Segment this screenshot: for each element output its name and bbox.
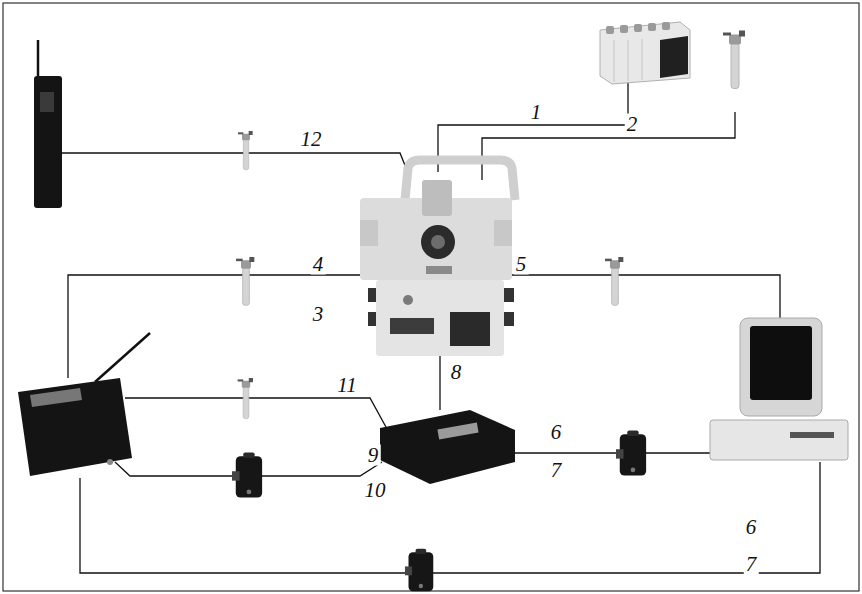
total-station bbox=[360, 160, 515, 356]
stylus bbox=[95, 333, 150, 382]
wire-2 bbox=[482, 112, 735, 180]
wire-8 bbox=[439, 356, 440, 410]
cable-icon bbox=[236, 257, 254, 305]
wire-6-7-upper bbox=[515, 452, 710, 453]
wire-11 bbox=[125, 398, 392, 438]
cable-icon bbox=[723, 31, 745, 89]
callout-number: 2 bbox=[625, 114, 640, 135]
data-collector bbox=[18, 378, 132, 476]
callout-number: 9 bbox=[366, 445, 381, 466]
cable-icon bbox=[605, 257, 623, 305]
callout-number: 3 bbox=[311, 304, 326, 325]
card-reader bbox=[380, 410, 515, 484]
power-adapter bbox=[616, 430, 646, 475]
callout-number: 4 bbox=[311, 254, 326, 275]
wire-4 bbox=[68, 275, 360, 378]
cable-icon bbox=[238, 378, 253, 419]
callout-number: 11 bbox=[335, 375, 358, 396]
power-adapter bbox=[405, 549, 433, 591]
callout-number: 8 bbox=[449, 362, 464, 383]
callout-number: 7 bbox=[549, 460, 564, 481]
callout-number: 10 bbox=[363, 480, 388, 501]
battery bbox=[600, 22, 690, 84]
callout-number: 7 bbox=[744, 554, 759, 575]
callout-number: 1 bbox=[529, 102, 544, 123]
wires bbox=[62, 82, 820, 573]
callout-number: 6 bbox=[549, 422, 564, 443]
wire-5 bbox=[512, 275, 780, 318]
radio bbox=[34, 40, 62, 208]
wire-12 bbox=[62, 153, 410, 178]
callout-number: 12 bbox=[299, 129, 324, 150]
callout-number: 6 bbox=[744, 517, 759, 538]
power-adapter bbox=[232, 452, 262, 497]
callout-number: 5 bbox=[514, 254, 529, 275]
frame bbox=[3, 3, 859, 591]
cable-icon bbox=[238, 131, 253, 170]
computer bbox=[710, 318, 848, 460]
